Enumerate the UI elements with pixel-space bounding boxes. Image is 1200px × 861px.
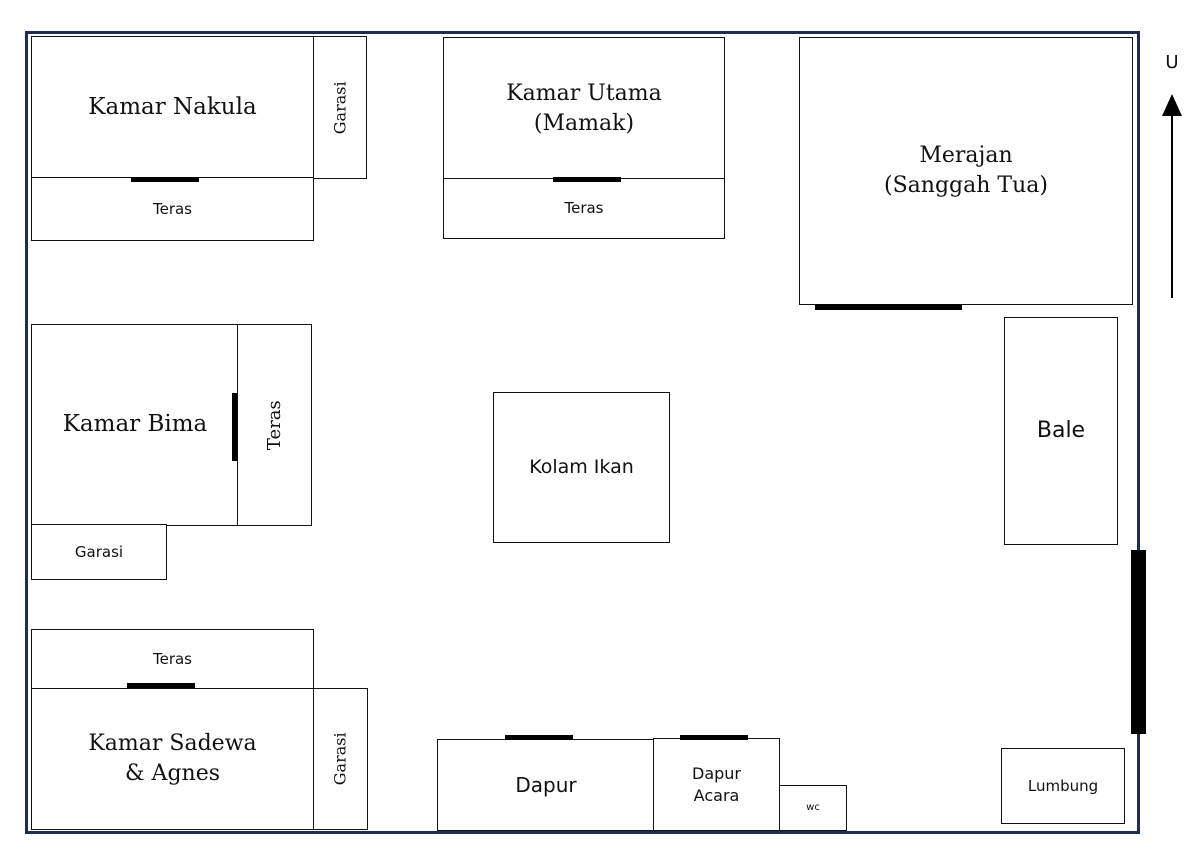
room-teras-bima: Teras (237, 324, 312, 526)
room-teras-sadewa: Teras (31, 629, 314, 690)
room-kamar-nakula: Kamar Nakula (31, 36, 314, 179)
room-kamar-sadewa: Kamar Sadewa & Agnes (31, 688, 314, 830)
door-marker (127, 683, 195, 688)
north-indicator: U (1150, 48, 1194, 300)
room-label: Kamar Bima (62, 411, 208, 438)
bale: Bale (1004, 317, 1118, 545)
door-marker (553, 177, 621, 182)
room-dapur: Dapur (437, 739, 655, 831)
room-kamar-bima: Kamar Bima (31, 324, 239, 526)
room-label: Merajan (Sanggah Tua) (884, 143, 1048, 198)
room-label: Bale (1036, 418, 1086, 444)
room-garasi-sadewa: Garasi (313, 688, 368, 830)
room-label: Dapur (515, 772, 577, 797)
door-marker (815, 304, 962, 310)
room-label: Teras (263, 400, 285, 450)
room-label: Lumbung (1027, 776, 1099, 795)
room-label: Dapur Acara (692, 763, 741, 805)
room-label: Kamar Utama (Mamak) (506, 80, 662, 136)
room-kamar-utama: Kamar Utama (Mamak) (443, 37, 725, 180)
gate-marker (1131, 550, 1146, 734)
room-label: Teras (152, 650, 193, 669)
room-label: wc (806, 802, 820, 814)
room-wc: wc (779, 785, 847, 831)
door-marker (680, 735, 748, 740)
room-label: Kamar Nakula (88, 93, 257, 120)
door-marker (505, 735, 573, 740)
room-merajan: Merajan (Sanggah Tua) (799, 37, 1133, 305)
room-label: Teras (564, 199, 604, 218)
room-label: Garasi (74, 542, 124, 561)
room-teras-utama: Teras (443, 178, 725, 239)
door-marker (232, 393, 237, 461)
north-arrow-icon (1162, 94, 1182, 298)
site-boundary (25, 31, 1140, 834)
room-teras-nakula: Teras (31, 177, 314, 241)
room-label: Teras (152, 199, 193, 218)
door-marker (131, 177, 199, 182)
room-label: Garasi (330, 81, 350, 134)
room-garasi-bima: Garasi (31, 524, 167, 580)
room-label: Kolam Ikan (529, 455, 634, 478)
north-label: U (1165, 52, 1179, 73)
room-garasi-nakula: Garasi (313, 36, 367, 179)
lumbung: Lumbung (1001, 748, 1125, 824)
room-label: Garasi (330, 732, 350, 786)
room-label: Kamar Sadewa & Agnes (88, 731, 257, 786)
kolam-ikan: Kolam Ikan (493, 392, 670, 543)
room-dapur-acara: Dapur Acara (653, 738, 780, 831)
